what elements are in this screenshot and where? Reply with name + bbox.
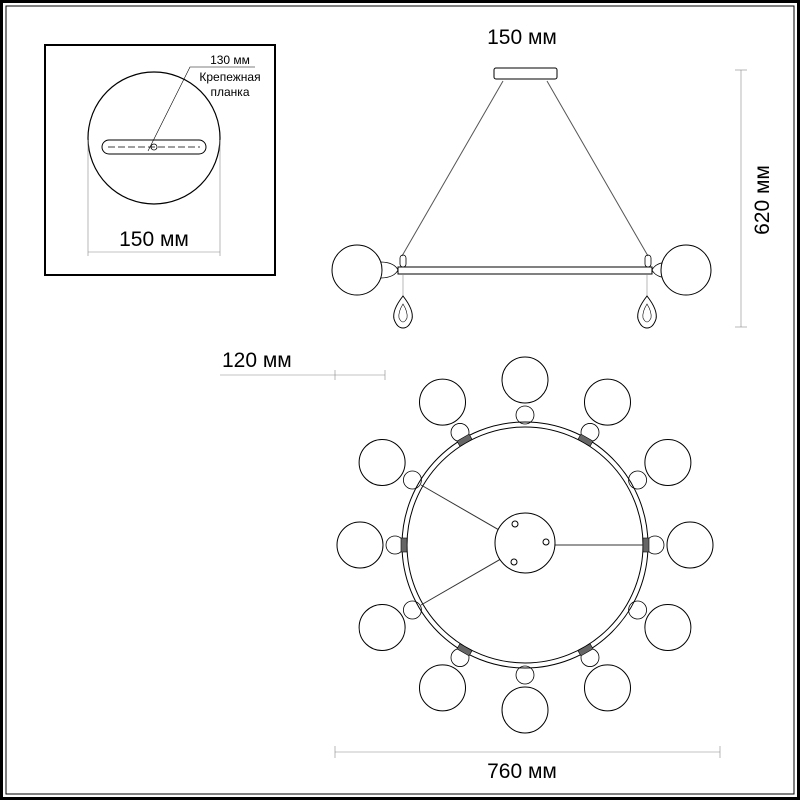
socket — [403, 470, 422, 490]
side-view: 150 мм 620 мм — [331, 26, 774, 329]
socket — [515, 405, 535, 425]
canopy-circle — [87, 71, 221, 205]
ring-clip — [400, 537, 408, 553]
globe — [358, 604, 406, 651]
plate-label-line2: планка — [211, 85, 250, 99]
socket — [628, 470, 647, 490]
diameter-label: 760 мм — [487, 760, 557, 783]
mounting-inset: 130 мм Крепежная планка 150 мм — [44, 44, 276, 276]
height-label: 620 мм — [751, 165, 774, 235]
ring-clip — [456, 433, 473, 447]
offset-label: 120 мм — [222, 349, 292, 372]
globe — [501, 356, 549, 404]
horizontal-bar — [397, 266, 653, 275]
globe — [666, 521, 714, 569]
globe — [644, 439, 692, 486]
globe — [419, 378, 466, 426]
globe — [584, 378, 631, 426]
hub-screw — [510, 558, 518, 566]
socket — [403, 600, 422, 620]
bottom-view: 120 мм 760 мм — [220, 349, 721, 783]
canopy-width-label: 150 мм — [487, 26, 557, 49]
canopy — [493, 67, 558, 80]
globe — [336, 521, 384, 569]
globe — [501, 686, 549, 734]
mounting-plate — [101, 139, 207, 155]
crystal-drop-right — [637, 295, 657, 329]
ring-clip — [577, 433, 594, 447]
globe — [358, 439, 406, 486]
ring-clip — [642, 537, 650, 553]
globe — [644, 604, 692, 651]
globe — [419, 664, 466, 712]
globe-left — [331, 244, 383, 296]
inset-frame — [44, 44, 276, 276]
plate-label-line1: Крепежная — [199, 70, 260, 84]
crystal-drop-left — [393, 295, 413, 329]
inner-frame — [5, 5, 795, 795]
globe — [584, 664, 631, 712]
ring-clip — [456, 643, 473, 657]
plate-hole — [150, 143, 158, 151]
socket — [515, 665, 535, 685]
inset-width-label: 150 мм — [119, 228, 189, 251]
socket — [628, 600, 647, 620]
plate-dim-label: 130 мм — [210, 53, 250, 67]
plate-leader-line — [147, 66, 255, 152]
hub-screw — [542, 538, 550, 546]
wire-right — [546, 80, 649, 257]
wire-left — [401, 80, 504, 257]
globe-right — [660, 244, 712, 296]
hub — [494, 512, 556, 574]
hub-screw — [511, 520, 519, 528]
ring-clip — [577, 643, 594, 657]
